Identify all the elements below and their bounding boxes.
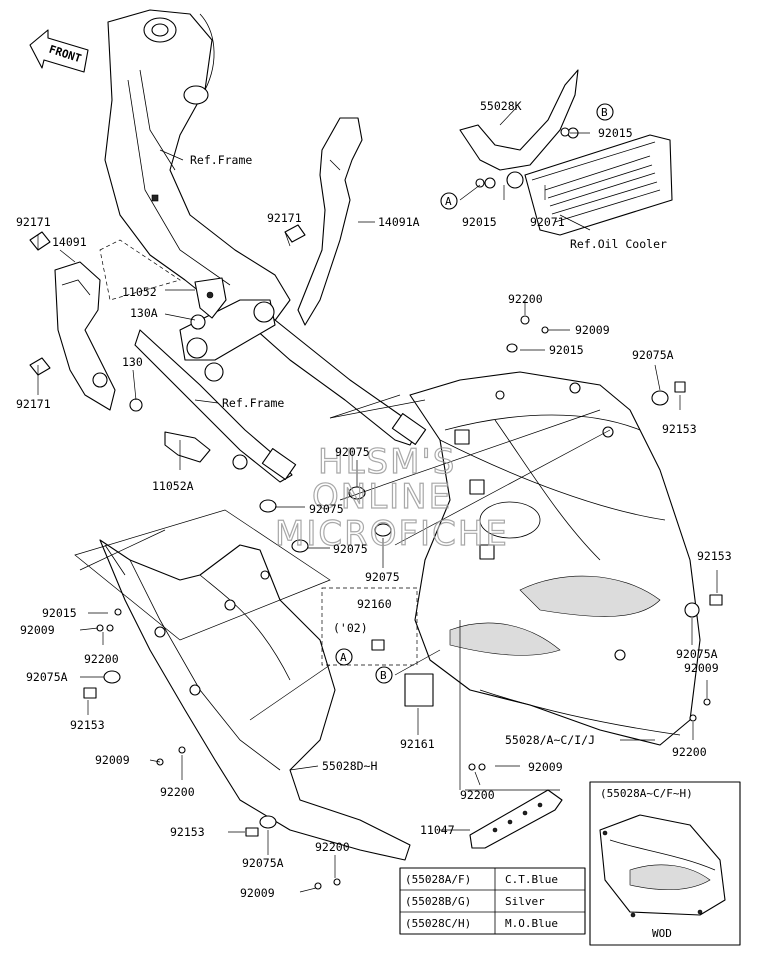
inset-caption: WOD	[652, 927, 672, 940]
label-92009-low: 92009	[528, 760, 563, 774]
label-92015-left-top: 92015	[462, 215, 497, 229]
svg-text:A: A	[340, 651, 347, 664]
color-name: Silver	[505, 895, 545, 908]
color-table-row: (55028A/F) C.T.Blue	[405, 873, 558, 886]
label-92009-top: 92009	[575, 323, 610, 337]
oil-cooler-illustration	[459, 69, 673, 236]
group-outline-frame	[99, 239, 181, 301]
color-name: M.O.Blue	[505, 917, 558, 930]
inset-title: (55028A~C/F~H)	[600, 787, 693, 800]
label-92171-c: 92171	[16, 397, 51, 411]
color-table-row: (55028B/G) Silver	[405, 895, 545, 908]
label-92075A-right: 92075A	[676, 647, 718, 661]
label-92009-right: 92009	[684, 661, 719, 675]
label-92071: 92071	[530, 215, 565, 229]
frame-rail	[134, 299, 427, 483]
label-92015-left: 92015	[42, 606, 77, 620]
svg-text:MICROFICHE: MICROFICHE	[275, 514, 509, 554]
svg-text:A: A	[445, 195, 452, 208]
inset-panel: (55028A~C/F~H) WOD	[589, 781, 741, 946]
svg-text:HLSM'S: HLSM'S	[318, 442, 456, 482]
label-92153-left: 92153	[70, 718, 105, 732]
label-11047: 11047	[420, 823, 455, 837]
color-table-row: (55028C/H) M.O.Blue	[405, 917, 558, 930]
label-92200-low2: 92200	[160, 785, 195, 799]
svg-text:B: B	[601, 106, 608, 119]
bracket-11052	[194, 277, 227, 319]
part-labels: 55028K 92015 92015 92071 Ref.Oil Cooler …	[16, 99, 732, 900]
label-ref-oil-cooler: Ref.Oil Cooler	[570, 237, 667, 251]
callout-A-lower: A	[335, 648, 353, 666]
color-code: (55028B/G)	[405, 895, 471, 908]
label-14091: 14091	[52, 235, 87, 249]
svg-text:B: B	[380, 669, 387, 682]
label-92200-top: 92200	[508, 292, 543, 306]
label-92160: 92160	[357, 597, 392, 611]
label-92075A-top: 92075A	[632, 348, 674, 362]
washers	[106, 315, 697, 886]
bracket-14091	[54, 261, 116, 411]
label-92075A-bottom: 92075A	[242, 856, 284, 870]
label-92161: 92161	[400, 737, 435, 751]
group-outline-92160	[321, 587, 418, 666]
front-arrow-icon: FRONT	[29, 29, 89, 73]
label-92009-left: 92009	[20, 623, 55, 637]
label-55028-main: 55028/A~C/I/J	[505, 733, 595, 747]
svg-text:ONLINE: ONLINE	[312, 477, 452, 517]
label-55028K: 55028K	[480, 99, 522, 113]
label-130: 130	[122, 355, 143, 369]
label-92075A-left: 92075A	[26, 670, 68, 684]
label-92153-top: 92153	[662, 422, 697, 436]
label-14091A: 14091A	[378, 215, 420, 229]
callout-B-top: B	[596, 103, 614, 121]
label-92075-a: 92075	[335, 445, 370, 459]
label-92200-left: 92200	[84, 652, 119, 666]
leader-lines	[37, 106, 718, 893]
label-55028D: 55028D~H	[322, 759, 377, 773]
label-92160-note: ('02)	[333, 621, 368, 635]
label-130A: 130A	[130, 306, 158, 320]
bracket-14091A	[297, 117, 363, 326]
label-11052A: 11052A	[152, 479, 194, 493]
label-ref-frame-mid: Ref.Frame	[222, 396, 284, 410]
label-92009-low2: 92009	[95, 753, 130, 767]
label-92015-mid: 92015	[549, 343, 584, 357]
callout-B-lower: B	[375, 666, 393, 684]
color-code: (55028A/F)	[405, 873, 471, 886]
main-fairing-55028	[409, 371, 701, 746]
label-92075-d: 92075	[365, 570, 400, 584]
color-table: (55028A/F) C.T.Blue (55028B/G) Silver (5…	[399, 867, 586, 935]
lower-fairing-55028D	[99, 539, 411, 861]
label-92171-a: 92171	[16, 215, 51, 229]
frame-illustration	[104, 9, 291, 331]
label-92075-c: 92075	[333, 542, 368, 556]
label-92200-right: 92200	[672, 745, 707, 759]
label-ref-frame-top: Ref.Frame	[190, 153, 252, 167]
oil-cooler-grille-icon	[544, 155, 661, 223]
label-92009-bottom: 92009	[240, 886, 275, 900]
label-92171-b: 92171	[267, 211, 302, 225]
label-92153-bottom: 92153	[170, 825, 205, 839]
label-92075-b: 92075	[309, 502, 344, 516]
color-name: C.T.Blue	[505, 873, 558, 886]
group-outline-fairing	[74, 509, 331, 641]
label-11052: 11052	[122, 285, 157, 299]
color-code: (55028C/H)	[405, 917, 471, 930]
label-92200-bottom: 92200	[315, 840, 350, 854]
watermark: HLSM'S ONLINE MICROFICHE	[274, 441, 509, 554]
bracket-11052A	[164, 431, 211, 463]
callout-A-top: A	[440, 192, 458, 210]
fasteners-left	[29, 224, 306, 470]
label-92153-right: 92153	[697, 549, 732, 563]
label-92200-low: 92200	[460, 788, 495, 802]
label-92015-top: 92015	[598, 126, 633, 140]
